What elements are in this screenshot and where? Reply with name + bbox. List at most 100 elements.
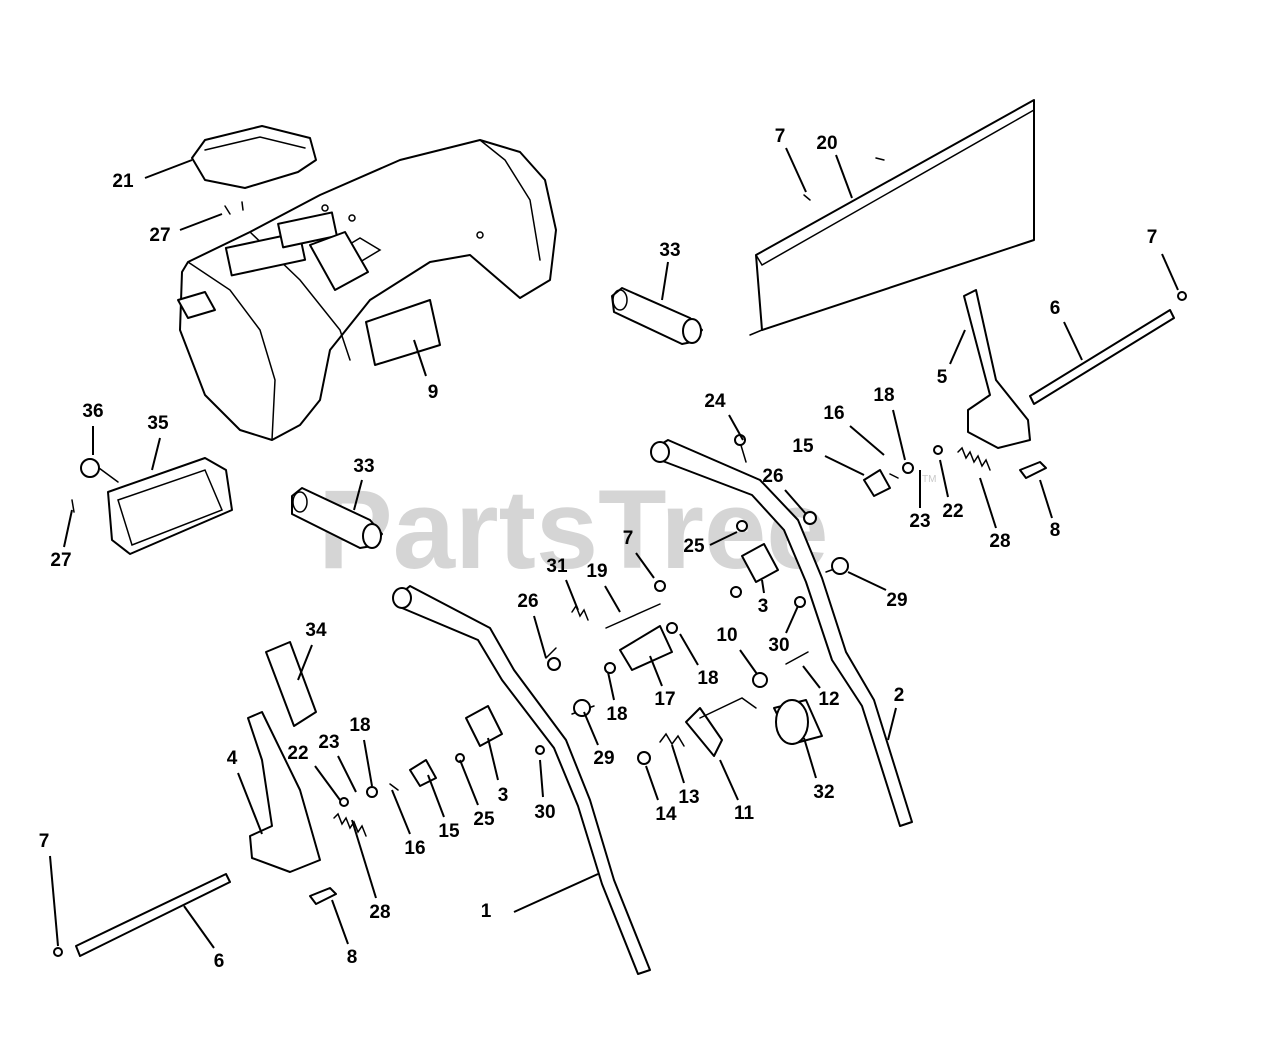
leader-line	[565, 579, 579, 611]
callout-12: 12	[802, 665, 840, 710]
callout-number: 25	[683, 536, 705, 557]
callout-number: 35	[147, 413, 169, 434]
callout-number: 7	[1147, 227, 1158, 248]
handle-2	[654, 439, 913, 827]
callout-number: 15	[438, 821, 460, 842]
leader-line	[635, 552, 655, 579]
callout-16: 16	[391, 789, 426, 859]
callout-2: 2	[887, 685, 904, 741]
callout-number: 29	[886, 590, 907, 611]
callout-29: 29	[583, 711, 615, 769]
callout-number: 17	[654, 689, 675, 710]
leader-line	[645, 765, 659, 801]
leader-line	[331, 899, 349, 945]
leader-line	[607, 671, 615, 701]
callout-number: 3	[758, 596, 769, 617]
leader-line	[1161, 253, 1179, 291]
pin-19	[605, 603, 661, 629]
callout-10: 10	[716, 625, 758, 675]
callout-29: 29	[847, 571, 908, 611]
callout-23: 23	[909, 470, 931, 532]
leader-line	[151, 437, 161, 471]
leader-line	[363, 739, 373, 787]
leader-line	[661, 261, 669, 301]
leader-line	[785, 147, 807, 193]
block-3-left	[465, 705, 503, 747]
leader-line	[761, 579, 765, 594]
callout-number: 7	[775, 126, 786, 147]
leader-line	[583, 711, 599, 746]
callout-number: 18	[873, 385, 894, 406]
callout-number: 32	[813, 782, 834, 803]
callout-27: 27	[149, 213, 223, 246]
callout-number: 4	[227, 748, 238, 769]
callout-15: 15	[427, 774, 460, 842]
callout-28: 28	[979, 477, 1011, 552]
callout-32: 32	[803, 737, 835, 803]
callout-number: 5	[937, 367, 948, 388]
callout-number: 34	[305, 620, 327, 641]
leader-line	[679, 633, 699, 666]
leader-line	[824, 455, 865, 476]
callout-number: 18	[349, 715, 370, 736]
callout-number: 14	[655, 804, 677, 825]
callout-number: 23	[318, 732, 339, 753]
callout-36: 36	[82, 401, 104, 455]
callout-number: 26	[517, 591, 538, 612]
leader-line	[179, 213, 223, 231]
callout-33: 33	[353, 456, 375, 511]
callout-33: 33	[659, 240, 681, 301]
callout-number: 3	[498, 785, 509, 806]
callout-9: 9	[413, 339, 438, 403]
leader-line	[849, 425, 885, 456]
callout-34: 34	[297, 620, 327, 681]
lamp-35	[107, 457, 233, 555]
callout-number: 15	[792, 436, 814, 457]
callout-31: 31	[546, 556, 579, 611]
callout-number: 33	[659, 240, 680, 261]
spring-28-left	[333, 812, 367, 837]
callout-number: 13	[678, 787, 699, 808]
leader-line	[939, 459, 949, 498]
leader-line	[604, 585, 621, 613]
leader-line	[949, 329, 966, 365]
callout-number: 12	[818, 689, 839, 710]
callout-number: 31	[546, 556, 568, 577]
callout-18: 18	[873, 385, 906, 461]
callout-number: 18	[697, 668, 718, 689]
leader-line	[144, 159, 193, 179]
callout-8: 8	[1039, 479, 1060, 541]
callout-15: 15	[792, 436, 865, 476]
callout-25: 25	[459, 759, 495, 830]
leader-line	[337, 755, 357, 793]
leader-line	[427, 774, 445, 818]
callout-number: 19	[586, 561, 607, 582]
callout-27: 27	[50, 509, 73, 571]
leader-line	[892, 409, 906, 461]
callout-number: 10	[716, 625, 737, 646]
part-drawings	[53, 99, 1187, 975]
callout-30: 30	[534, 759, 556, 823]
callout-number: 30	[534, 802, 555, 823]
callout-4: 4	[227, 748, 263, 835]
leader-line	[785, 605, 799, 634]
clip-8-right	[1019, 461, 1047, 479]
leader-line	[835, 154, 853, 199]
leader-line	[459, 759, 479, 806]
callout-number: 7	[39, 831, 50, 852]
leader-line	[487, 737, 499, 781]
leader-line	[728, 414, 744, 441]
leader-line	[183, 905, 215, 949]
callout-1: 1	[481, 873, 599, 922]
handle-1	[397, 585, 651, 975]
callout-number: 29	[593, 748, 614, 769]
watermark-tm: TM	[922, 474, 936, 485]
callout-number: 27	[50, 550, 71, 571]
leader-line	[391, 789, 411, 835]
callout-number: 21	[112, 171, 134, 192]
leader-line	[314, 765, 341, 801]
callout-22: 22	[939, 459, 964, 522]
cover-34	[265, 641, 317, 727]
callout-25: 25	[683, 531, 738, 557]
callout-21: 21	[112, 159, 193, 192]
